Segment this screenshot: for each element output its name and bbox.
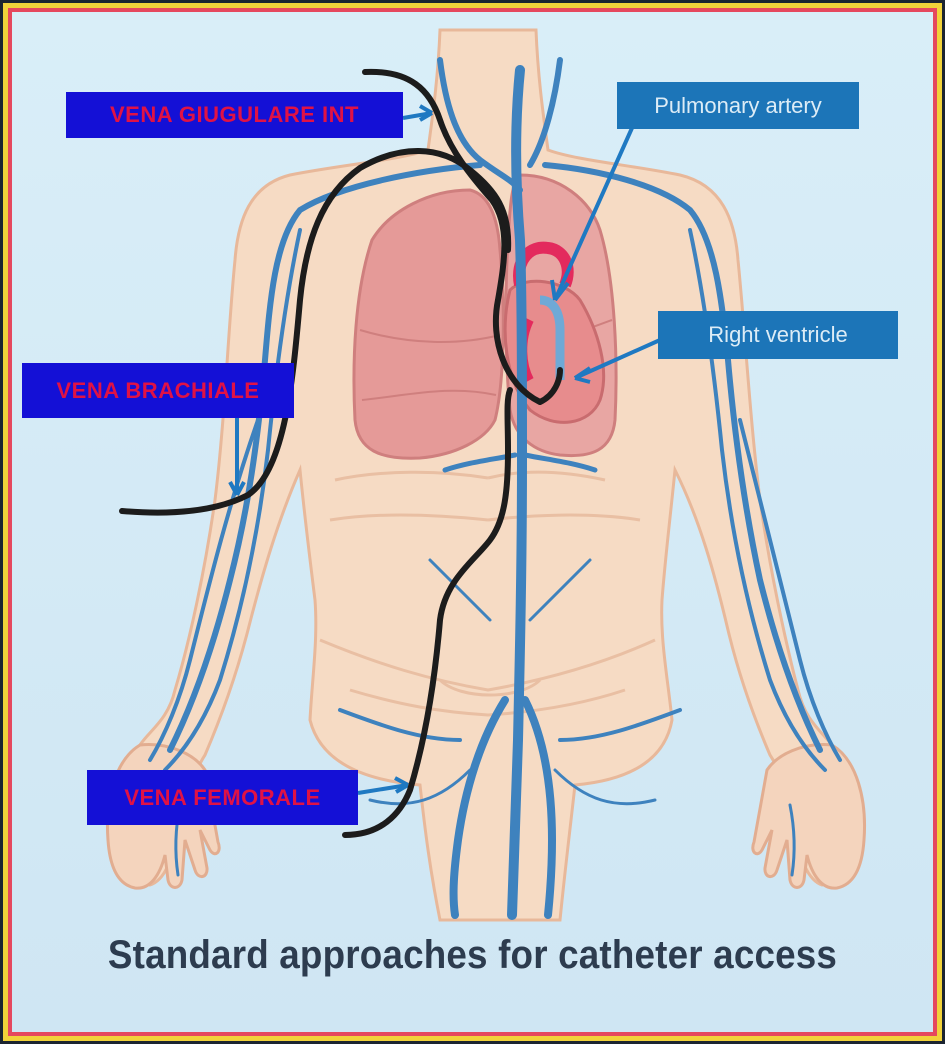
label-brachial-vein: VENA BRACHIALE xyxy=(22,363,294,418)
label-right-ventricle: Right ventricle xyxy=(658,311,898,359)
label-femoral-vein: VENA FEMORALE xyxy=(87,770,358,825)
label-pulmonary-artery: Pulmonary artery xyxy=(617,82,859,129)
diagram-caption: Standard approaches for catheter access xyxy=(38,925,907,985)
label-jugular-vein: VENA GIUGULARE INT xyxy=(66,92,403,138)
